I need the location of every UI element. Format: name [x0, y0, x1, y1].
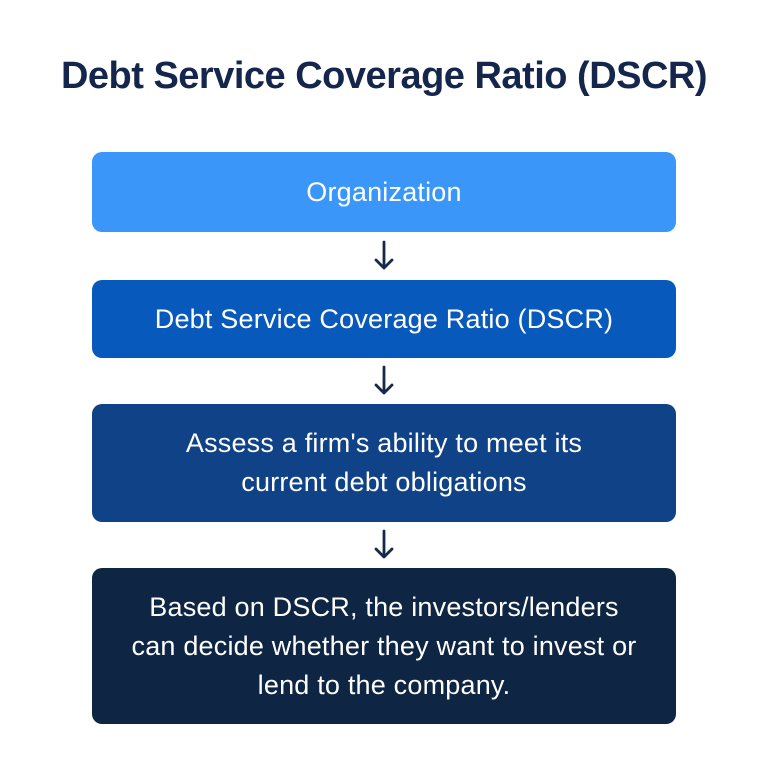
flow-diagram: Organization Debt Service Coverage Ratio… — [92, 98, 676, 724]
down-arrow-icon — [92, 232, 676, 280]
flow-box-dscr: Debt Service Coverage Ratio (DSCR) — [92, 280, 676, 358]
flow-box-investor-decision: Based on DSCR, the investors/lenders can… — [92, 568, 676, 724]
flow-box-assess-ability: Assess a firm's ability to meet its curr… — [92, 404, 676, 522]
down-arrow-icon — [92, 522, 676, 568]
flow-box-label: Assess a firm's ability to meet its curr… — [185, 428, 583, 497]
flow-box-label: Debt Service Coverage Ratio (DSCR) — [154, 303, 614, 334]
page-title: Debt Service Coverage Ratio (DSCR) — [60, 55, 708, 97]
flow-box-organization: Organization — [92, 152, 676, 232]
down-arrow-icon — [92, 358, 676, 404]
flow-box-label: Based on DSCR, the investors/lenders can… — [131, 591, 637, 700]
flow-box-label: Organization — [306, 176, 462, 207]
